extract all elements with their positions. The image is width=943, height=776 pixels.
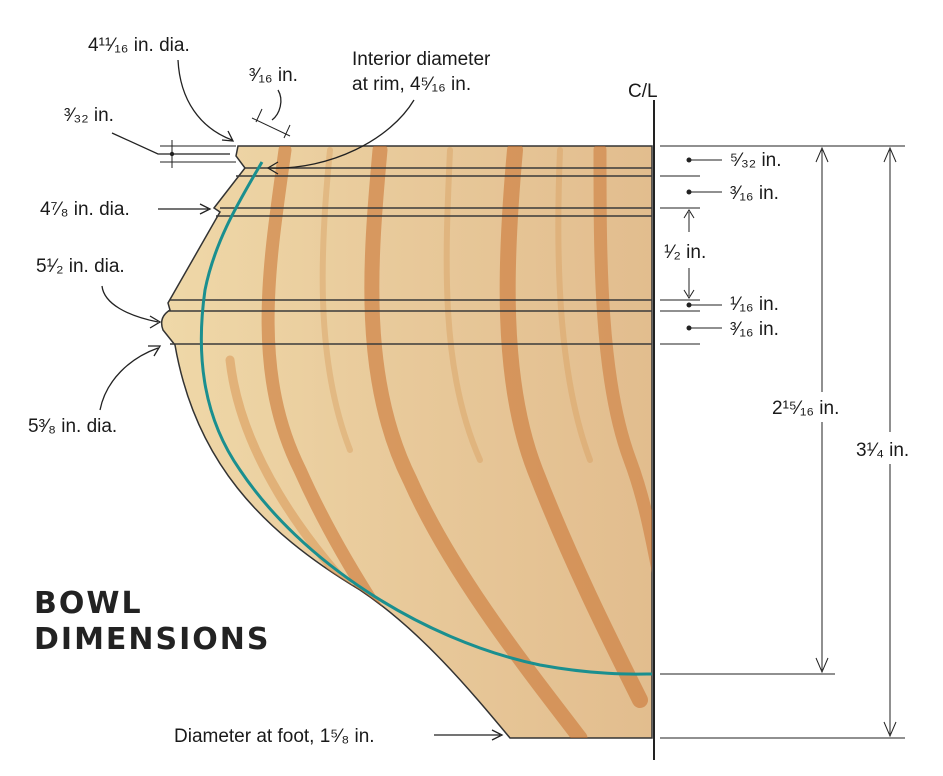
rim-diameter-leader (177, 59, 233, 141)
rim-diameter-label: 4¹¹⁄₁₆ in. dia. (88, 35, 190, 56)
lip-label: ³⁄₃₂ in. (64, 105, 114, 126)
right-label-leaders (683, 157, 722, 331)
shoulder-diameter-label: 5¹⁄₂ in. dia. (36, 256, 125, 277)
inner-depth-arrow (815, 146, 829, 674)
interior-diameter-label-2: at rim, 4⁵⁄₁₆ in. (352, 74, 471, 95)
diagram-title-line1: BOWL (34, 586, 143, 621)
centerline-label: C/L (628, 81, 658, 102)
interior-leader (269, 99, 415, 169)
bead2-diameter-label: 5³⁄₈ in. dia. (28, 416, 117, 437)
dim-r2: ³⁄₁₆ in. (730, 183, 779, 204)
foot-diameter-label: Diameter at foot, 1⁵⁄₈ in. (174, 726, 375, 747)
bead-lines (168, 167, 652, 345)
right-dimension-ticks (660, 145, 905, 739)
dim-r5: ³⁄₁₆ in. (730, 319, 779, 340)
dim-r1: ⁵⁄₃₂ in. (730, 150, 782, 171)
dim-height: 3¹⁄₄ in. (856, 440, 909, 461)
interior-diameter-label: Interior diameter (352, 49, 491, 70)
diagram-title-line2: DIMENSIONS (34, 622, 271, 657)
bowl-profile (160, 145, 653, 739)
interior-profile-line (199, 161, 653, 676)
dim-r3: ¹⁄₂ in. (664, 242, 706, 263)
height-arrow (883, 146, 897, 738)
bead1-diameter-label: 4⁷⁄₈ in. dia. (40, 199, 130, 220)
dim-r4: ¹⁄₁₆ in. (730, 294, 779, 315)
wall-thickness-label: ³⁄₁₆ in. (249, 65, 298, 86)
dim-inner-depth: 2¹⁵⁄₁₆ in. (772, 398, 839, 419)
